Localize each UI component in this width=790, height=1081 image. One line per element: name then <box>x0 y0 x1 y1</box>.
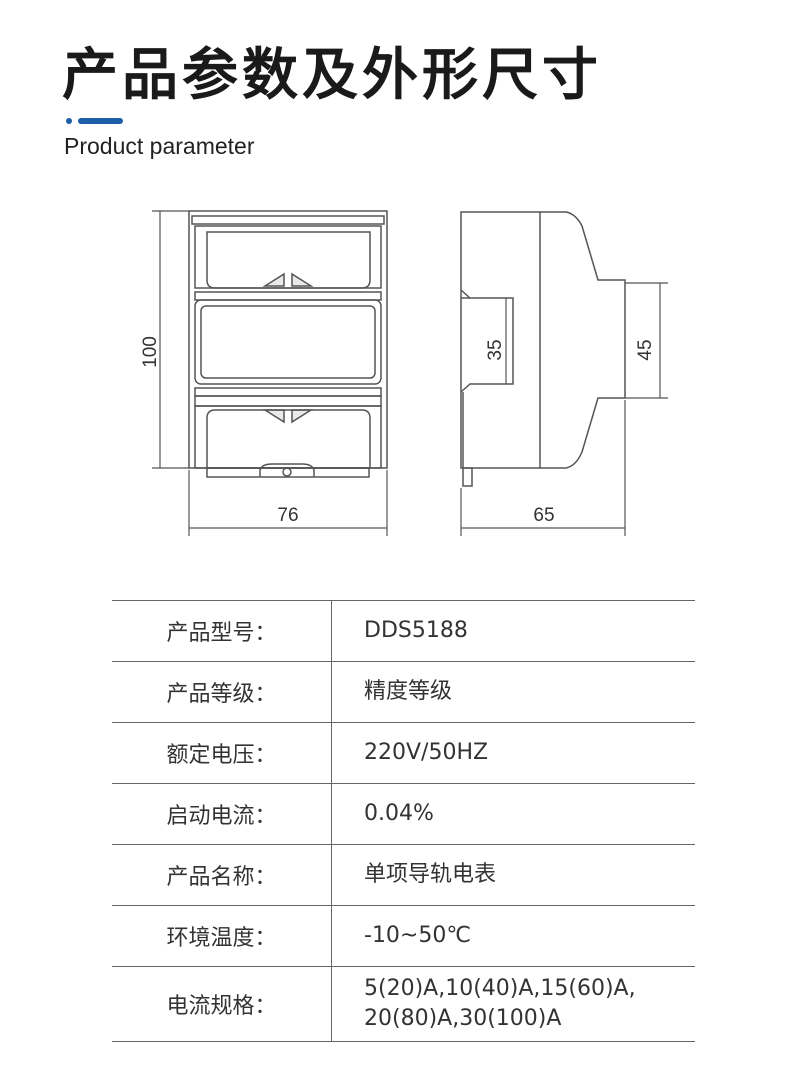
page-title: 产品参数及外形尺寸 <box>62 43 602 108</box>
dimension-label-35: 35 <box>485 339 506 360</box>
dimension-label-65: 65 <box>533 505 554 526</box>
param-key: 启动电流： <box>112 783 332 845</box>
dimension-drawing: 100 76 65 35 45 <box>140 210 668 536</box>
param-key: 电流规格： <box>112 966 332 1042</box>
accent-dot <box>66 118 72 124</box>
param-key: 环境温度： <box>112 905 332 967</box>
page-subtitle: Product parameter <box>64 133 255 159</box>
parameter-table: 产品型号： DDS5188 产品等级： 精度等级 额定电压： 220V/50HZ… <box>112 600 695 1042</box>
dimension-label-100: 100 <box>140 336 161 368</box>
table-row: 启动电流： 0.04% <box>112 783 695 845</box>
param-value-line-2: 20(80)A,30(100)A <box>364 1006 562 1031</box>
front-view <box>188 210 388 478</box>
param-key: 产品等级： <box>112 661 332 723</box>
param-value-line-1: 5(20)A,10(40)A,15(60)A, <box>364 976 636 1001</box>
table-row: 产品名称： 单项导轨电表 <box>112 844 695 906</box>
param-value: 220V/50HZ <box>331 722 695 784</box>
table-row: 电流规格： 5(20)A,10(40)A,15(60)A, 20(80)A,30… <box>112 966 695 1042</box>
param-key: 额定电压： <box>112 722 332 784</box>
dimension-label-45: 45 <box>635 339 656 360</box>
param-value: DDS5188 <box>331 600 695 662</box>
param-value: 单项导轨电表 <box>331 844 695 906</box>
param-value-multiline: 5(20)A,10(40)A,15(60)A, 20(80)A,30(100)A <box>331 966 695 1042</box>
table-row: 产品型号： DDS5188 <box>112 600 695 662</box>
param-value: 0.04% <box>331 783 695 845</box>
param-value: -10~50℃ <box>331 905 695 967</box>
param-key: 产品型号： <box>112 600 332 662</box>
side-view <box>460 211 626 487</box>
table-row: 额定电压： 220V/50HZ <box>112 722 695 784</box>
table-row: 环境温度： -10~50℃ <box>112 905 695 967</box>
dimension-label-76: 76 <box>277 505 298 526</box>
param-key: 产品名称： <box>112 844 332 906</box>
dimension-lines <box>152 210 668 536</box>
table-row: 产品等级： 精度等级 <box>112 661 695 723</box>
accent-bar <box>78 118 123 124</box>
param-value: 精度等级 <box>331 661 695 723</box>
